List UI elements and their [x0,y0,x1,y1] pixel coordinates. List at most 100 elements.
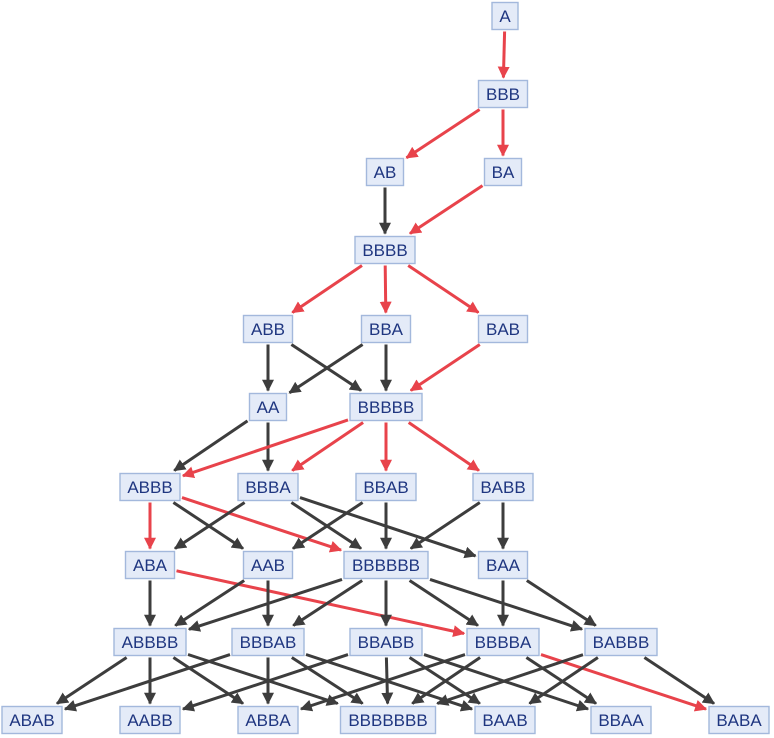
node-label: BBBAB [240,633,297,652]
node-box [354,235,416,265]
node-box [584,627,658,657]
node-bbbbbb: BBBBBB [343,550,429,580]
node-box [119,472,181,502]
node-label: AAB [251,556,285,575]
node-abb: ABB [242,314,294,344]
node-label: ABBA [245,711,291,730]
edge-bbbbbb-to-babbb [429,577,584,632]
node-box [1,705,63,735]
node-box [466,627,540,657]
edge-bbbba-to-abba [299,653,466,712]
node-label: BBA [369,320,404,339]
node-box [472,472,534,502]
node-box [365,157,405,187]
node-abba: ABBA [237,705,299,735]
node-box [248,392,288,422]
node-bbb: BBB [477,79,529,109]
edge-bbbab-to-abab [63,653,231,712]
node-label: A [499,7,511,26]
node-box [237,472,299,502]
node-label: BBAA [598,711,644,730]
node-label: AA [257,398,280,417]
edge-bbbbb-to-babb [407,421,480,472]
node-box [491,1,519,31]
edge-aa-to-abbb [173,419,249,472]
edge-bbab-to-aab [291,501,364,550]
edge-bbbba-to-bbbbbbb [411,656,481,705]
node-bbabb: BBABB [349,627,423,657]
node-box [477,550,529,580]
edge-babbb-to-baba [643,656,716,705]
node-box [124,550,176,580]
node-baba: BABA [708,705,770,735]
node-box [119,705,181,735]
edge-abbbb-to-abba [172,656,245,705]
node-bbbb: BBBB [354,235,416,265]
node-label: ABBBB [122,633,179,652]
node-box [355,472,417,502]
node-box [483,157,523,187]
edge-baa-to-babbb [525,579,597,627]
node-label: BBABB [358,633,415,652]
node-box [231,627,305,657]
node-box [349,392,423,422]
edge-bbbbbb-to-bbbab [292,579,364,627]
edge-aba-to-bbbba [176,569,466,638]
node-bbbbb: BBBBB [349,392,423,422]
edge-bbb-to-ab [405,108,481,160]
edge-bbbb-to-bab [407,264,480,314]
node-label: BABA [716,711,762,730]
node-label: ABB [251,320,285,339]
edge-bbbbbb-to-abbbb [187,577,343,632]
node-label: BBB [486,85,520,104]
edge-bbabb-to-aabb [181,653,349,712]
node-label: BBBA [245,478,291,497]
node-aab: AAB [242,550,294,580]
node-box [343,550,429,580]
node-label: BBBB [362,241,407,260]
node-bbbab: BBBAB [231,627,305,657]
node-bbbba: BBBBA [466,627,540,657]
edge-babbb-to-bbbbbbb [436,653,584,706]
node-box [113,627,187,657]
node-label: ABAB [9,711,54,730]
node-aabb: AABB [119,705,181,735]
node-box [477,314,529,344]
edge-bbbbb-to-bbba [291,421,364,472]
node-label: ABBB [127,478,172,497]
node-box [339,705,437,735]
node-label: BBBBBB [352,556,420,575]
node-bbaa: BBAA [590,705,652,735]
edge-bbbab-to-bbbbbbb [290,656,364,705]
node-bbba: BBBA [237,472,299,502]
node-box [708,705,770,735]
node-label: BBAB [363,478,408,497]
edge-bbbb-to-bba [379,265,392,314]
node-ba: BA [483,157,523,187]
node-label: BBBBB [358,398,415,417]
node-label: AB [374,163,397,182]
edge-bbba-to-aba [173,501,246,550]
node-bab: BAB [477,314,529,344]
node-box [242,550,294,580]
edge-ba-to-bbbb [408,184,484,235]
edge-bab-to-bbbbb [409,343,481,392]
edge-aab-to-abbbb [174,579,246,627]
node-box [474,705,536,735]
edges-layer [55,31,716,712]
node-aa: AA [248,392,288,422]
node-bbbbbbb: BBBBBBB [339,705,437,735]
node-aba: ABA [124,550,176,580]
node-box [349,627,423,657]
node-ab: AB [365,157,405,187]
edge-bbbba-to-baba [540,653,708,712]
node-abbb: ABBB [119,472,181,502]
node-label: BBBBA [475,633,532,652]
node-label: BBBBBBB [348,711,427,730]
node-box [360,314,412,344]
node-babb: BABB [472,472,534,502]
node-label: BAAB [482,711,527,730]
node-box [242,314,294,344]
